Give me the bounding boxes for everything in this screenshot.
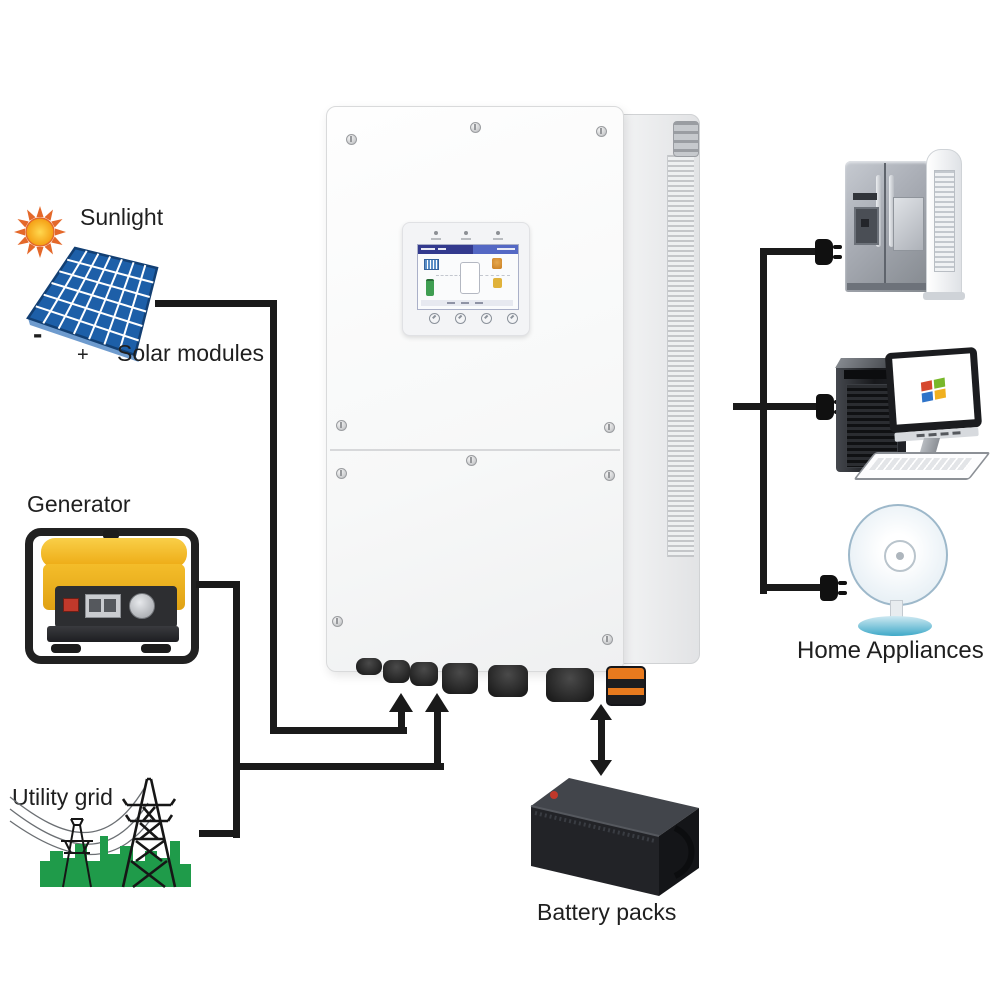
wire-appliance-vertical	[760, 248, 767, 594]
generator-fuel-cap	[103, 530, 119, 539]
inverter-front-panel	[326, 106, 624, 672]
cable-gland-icon	[383, 660, 410, 683]
wire-fan-branch	[760, 584, 822, 591]
plug-icon	[820, 575, 847, 601]
inverter-display	[402, 222, 530, 336]
generator-label: Generator	[27, 491, 131, 517]
home-appliances-label: Home Appliances	[797, 637, 984, 664]
plug-icon	[815, 239, 842, 265]
cable-gland-icon	[356, 658, 382, 675]
screen-battery-icon	[426, 279, 434, 296]
wire-generator-arrow-shaft	[434, 711, 441, 765]
generator-dial	[129, 593, 155, 619]
solar-plus-label: +	[77, 344, 89, 366]
wire-generator-vertical	[233, 581, 240, 838]
screw-icon	[466, 455, 477, 466]
wire-fridge-branch	[760, 248, 817, 255]
generator-panel	[55, 586, 177, 628]
wire-solar-vertical	[270, 300, 277, 734]
fridge-dispenser	[854, 207, 879, 245]
screen-grid-icon	[492, 258, 502, 269]
wire-grid-horizontal	[199, 830, 240, 837]
generator-icon	[25, 520, 201, 664]
cable-gland-icon	[488, 665, 528, 697]
refrigerator-icon	[845, 161, 929, 292]
solar-panel-icon	[20, 240, 170, 370]
display-button-icon	[481, 313, 492, 324]
screen-inverter-icon	[460, 262, 480, 294]
sun-icon	[14, 205, 66, 259]
screen-load-icon	[493, 278, 502, 288]
computer-monitor-icon	[884, 346, 983, 449]
plug-icon	[816, 394, 843, 420]
utility-grid-label: Utility grid	[12, 784, 113, 810]
screw-icon	[604, 470, 615, 481]
keyboard-icon	[853, 452, 991, 480]
wire-battery-shaft	[598, 718, 605, 762]
wire-generator-bottom	[233, 763, 444, 770]
solar-arrow-icon	[389, 693, 413, 712]
generator-foot	[141, 644, 171, 653]
battery-connector-icon	[606, 666, 646, 706]
display-button-icon	[429, 313, 440, 324]
solar-modules-label: Solar modules	[117, 340, 265, 366]
inverter-heatsink-fins	[667, 155, 694, 557]
monitor-screen	[892, 353, 975, 425]
inverter-side-panel	[620, 114, 700, 664]
battery-packs-label: Battery packs	[537, 899, 677, 925]
fan-base	[858, 616, 932, 636]
battery-arrow-down-icon	[590, 760, 612, 776]
screw-icon	[596, 126, 607, 137]
screw-icon	[604, 422, 615, 433]
fan-icon	[848, 504, 948, 606]
battery-arrow-up-icon	[590, 704, 612, 720]
generator-foot	[51, 644, 81, 653]
display-button-icon	[507, 313, 518, 324]
screw-icon	[346, 134, 357, 145]
generator-arrow-icon	[425, 693, 449, 712]
wire-solar-horizontal	[155, 300, 277, 307]
solar-minus-label: -	[33, 318, 43, 349]
air-conditioner-icon	[923, 149, 965, 300]
cable-gland-icon	[546, 668, 594, 702]
inverter-top-connector	[673, 121, 699, 157]
generator-tank	[41, 538, 187, 568]
wire-solar-bottom	[270, 727, 407, 734]
battery-icon	[523, 768, 713, 900]
screw-icon	[336, 468, 347, 479]
cable-gland-icon	[442, 663, 478, 694]
sunlight-label: Sunlight	[80, 204, 164, 230]
screw-icon	[336, 420, 347, 431]
screw-icon	[470, 122, 481, 133]
generator-red-display	[63, 598, 79, 612]
generator-outlets	[85, 594, 121, 618]
wire-solar-arrow-shaft	[398, 711, 405, 729]
inverter-screen	[417, 244, 519, 310]
utility-grid-icon	[5, 765, 205, 895]
inverter-seam	[330, 449, 620, 451]
windows-logo-icon	[920, 377, 946, 403]
generator-engine	[47, 626, 179, 642]
display-button-icon	[455, 313, 466, 324]
screw-icon	[602, 634, 613, 645]
screw-icon	[332, 616, 343, 627]
wire-generator-horizontal	[196, 581, 240, 588]
wire-computer-branch	[733, 403, 818, 410]
cable-gland-icon	[410, 662, 438, 686]
screen-pv-icon	[424, 259, 439, 270]
